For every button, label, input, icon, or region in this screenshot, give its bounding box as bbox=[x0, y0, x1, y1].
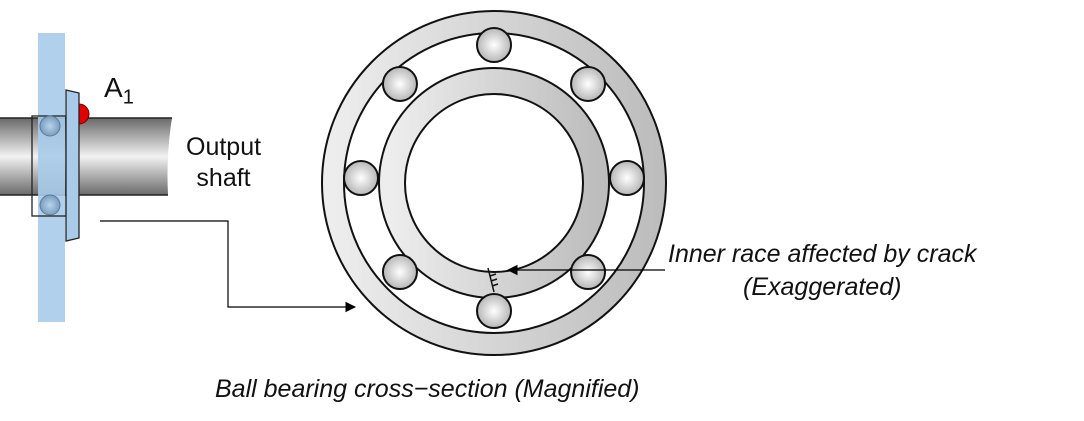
crack-label-line2: (Exaggerated) bbox=[743, 273, 902, 301]
ball-icon bbox=[343, 160, 379, 196]
output-shaft bbox=[0, 118, 172, 195]
shaft-label-line1: Output bbox=[186, 133, 262, 161]
sensor-label-sub: 1 bbox=[122, 86, 134, 109]
shaft-label: Output shaft bbox=[186, 132, 261, 194]
crack-label-line1: Inner race affected by crack bbox=[668, 240, 977, 268]
ball-icon bbox=[570, 254, 607, 291]
bearing-cross-section bbox=[321, 10, 667, 356]
sensor-icon bbox=[78, 103, 90, 125]
shaft-assembly bbox=[0, 33, 172, 322]
ball-icon bbox=[570, 65, 607, 102]
connector-arrow bbox=[100, 220, 357, 313]
caption: Ball bearing cross−section (Magnified) bbox=[215, 375, 640, 403]
small-ball-icon bbox=[39, 115, 61, 137]
crack-icon bbox=[487, 267, 499, 293]
small-ball-icon bbox=[39, 194, 61, 216]
ball-icon bbox=[476, 293, 512, 329]
sensor-label: A1 bbox=[104, 72, 134, 110]
ball-icon bbox=[476, 27, 512, 63]
crack-label: Inner race affected by crack (Exaggerate… bbox=[668, 238, 976, 304]
housing-wall bbox=[38, 33, 65, 322]
ball-icon bbox=[381, 65, 418, 102]
ball-icon bbox=[609, 160, 645, 196]
bearing-cover bbox=[65, 89, 80, 242]
shaft-label-line2: shaft bbox=[196, 164, 251, 192]
ball-icon bbox=[381, 254, 418, 291]
sensor-label-main: A bbox=[104, 72, 123, 103]
